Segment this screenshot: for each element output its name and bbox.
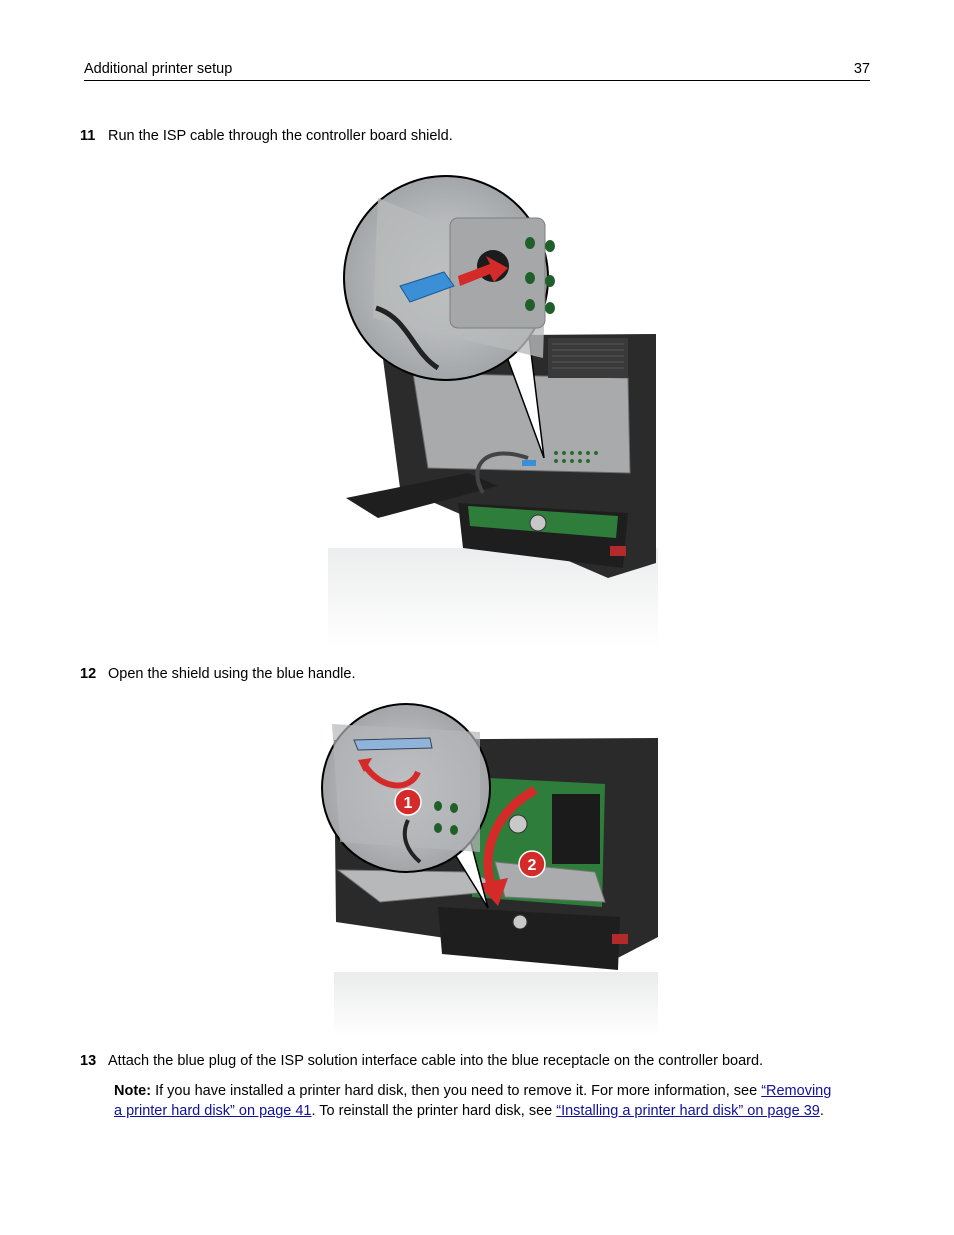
page-number: 37 — [853, 61, 870, 77]
callout-2: 2 — [518, 850, 546, 878]
step-number: 12 — [80, 666, 97, 682]
step-text: Run the ISP cable through the controller… — [108, 128, 453, 144]
figure-open-shield: 1 2 — [320, 702, 662, 1038]
link-installing-hard-disk[interactable]: “Installing a printer hard disk” on page… — [556, 1103, 820, 1119]
step-text: Attach the blue plug of the ISP solution… — [108, 1053, 764, 1069]
step-11: 11 Run the ISP cable through the controll… — [80, 126, 453, 146]
figure-isp-cable-through-shield — [318, 168, 660, 650]
step-number: 13 — [80, 1053, 97, 1069]
note-label: Note: — [114, 1083, 152, 1099]
svg-text:1: 1 — [404, 795, 413, 812]
svg-text:2: 2 — [528, 857, 537, 874]
step-number: 11 — [80, 128, 96, 144]
note-text-1: If you have installed a printer hard dis… — [151, 1083, 762, 1099]
step-12: 12 Open the shield using the blue handle. — [80, 664, 356, 684]
page-header: Additional printer setup 37 — [84, 60, 870, 81]
note-paragraph: Note: If you have installed a printer ha… — [114, 1081, 834, 1121]
note-text-3: . — [819, 1103, 824, 1119]
note-text-2: . To reinstall the printer hard disk, se… — [311, 1103, 557, 1119]
callout-1: 1 — [394, 788, 422, 816]
section-title: Additional printer setup — [84, 61, 233, 77]
link-removing-hard-disk[interactable]: “Removing a printer hard disk” on page 4… — [114, 1083, 832, 1119]
step-13: 13 Attach the blue plug of the ISP soluti… — [80, 1051, 763, 1071]
step-text: Open the shield using the blue handle. — [108, 666, 356, 682]
